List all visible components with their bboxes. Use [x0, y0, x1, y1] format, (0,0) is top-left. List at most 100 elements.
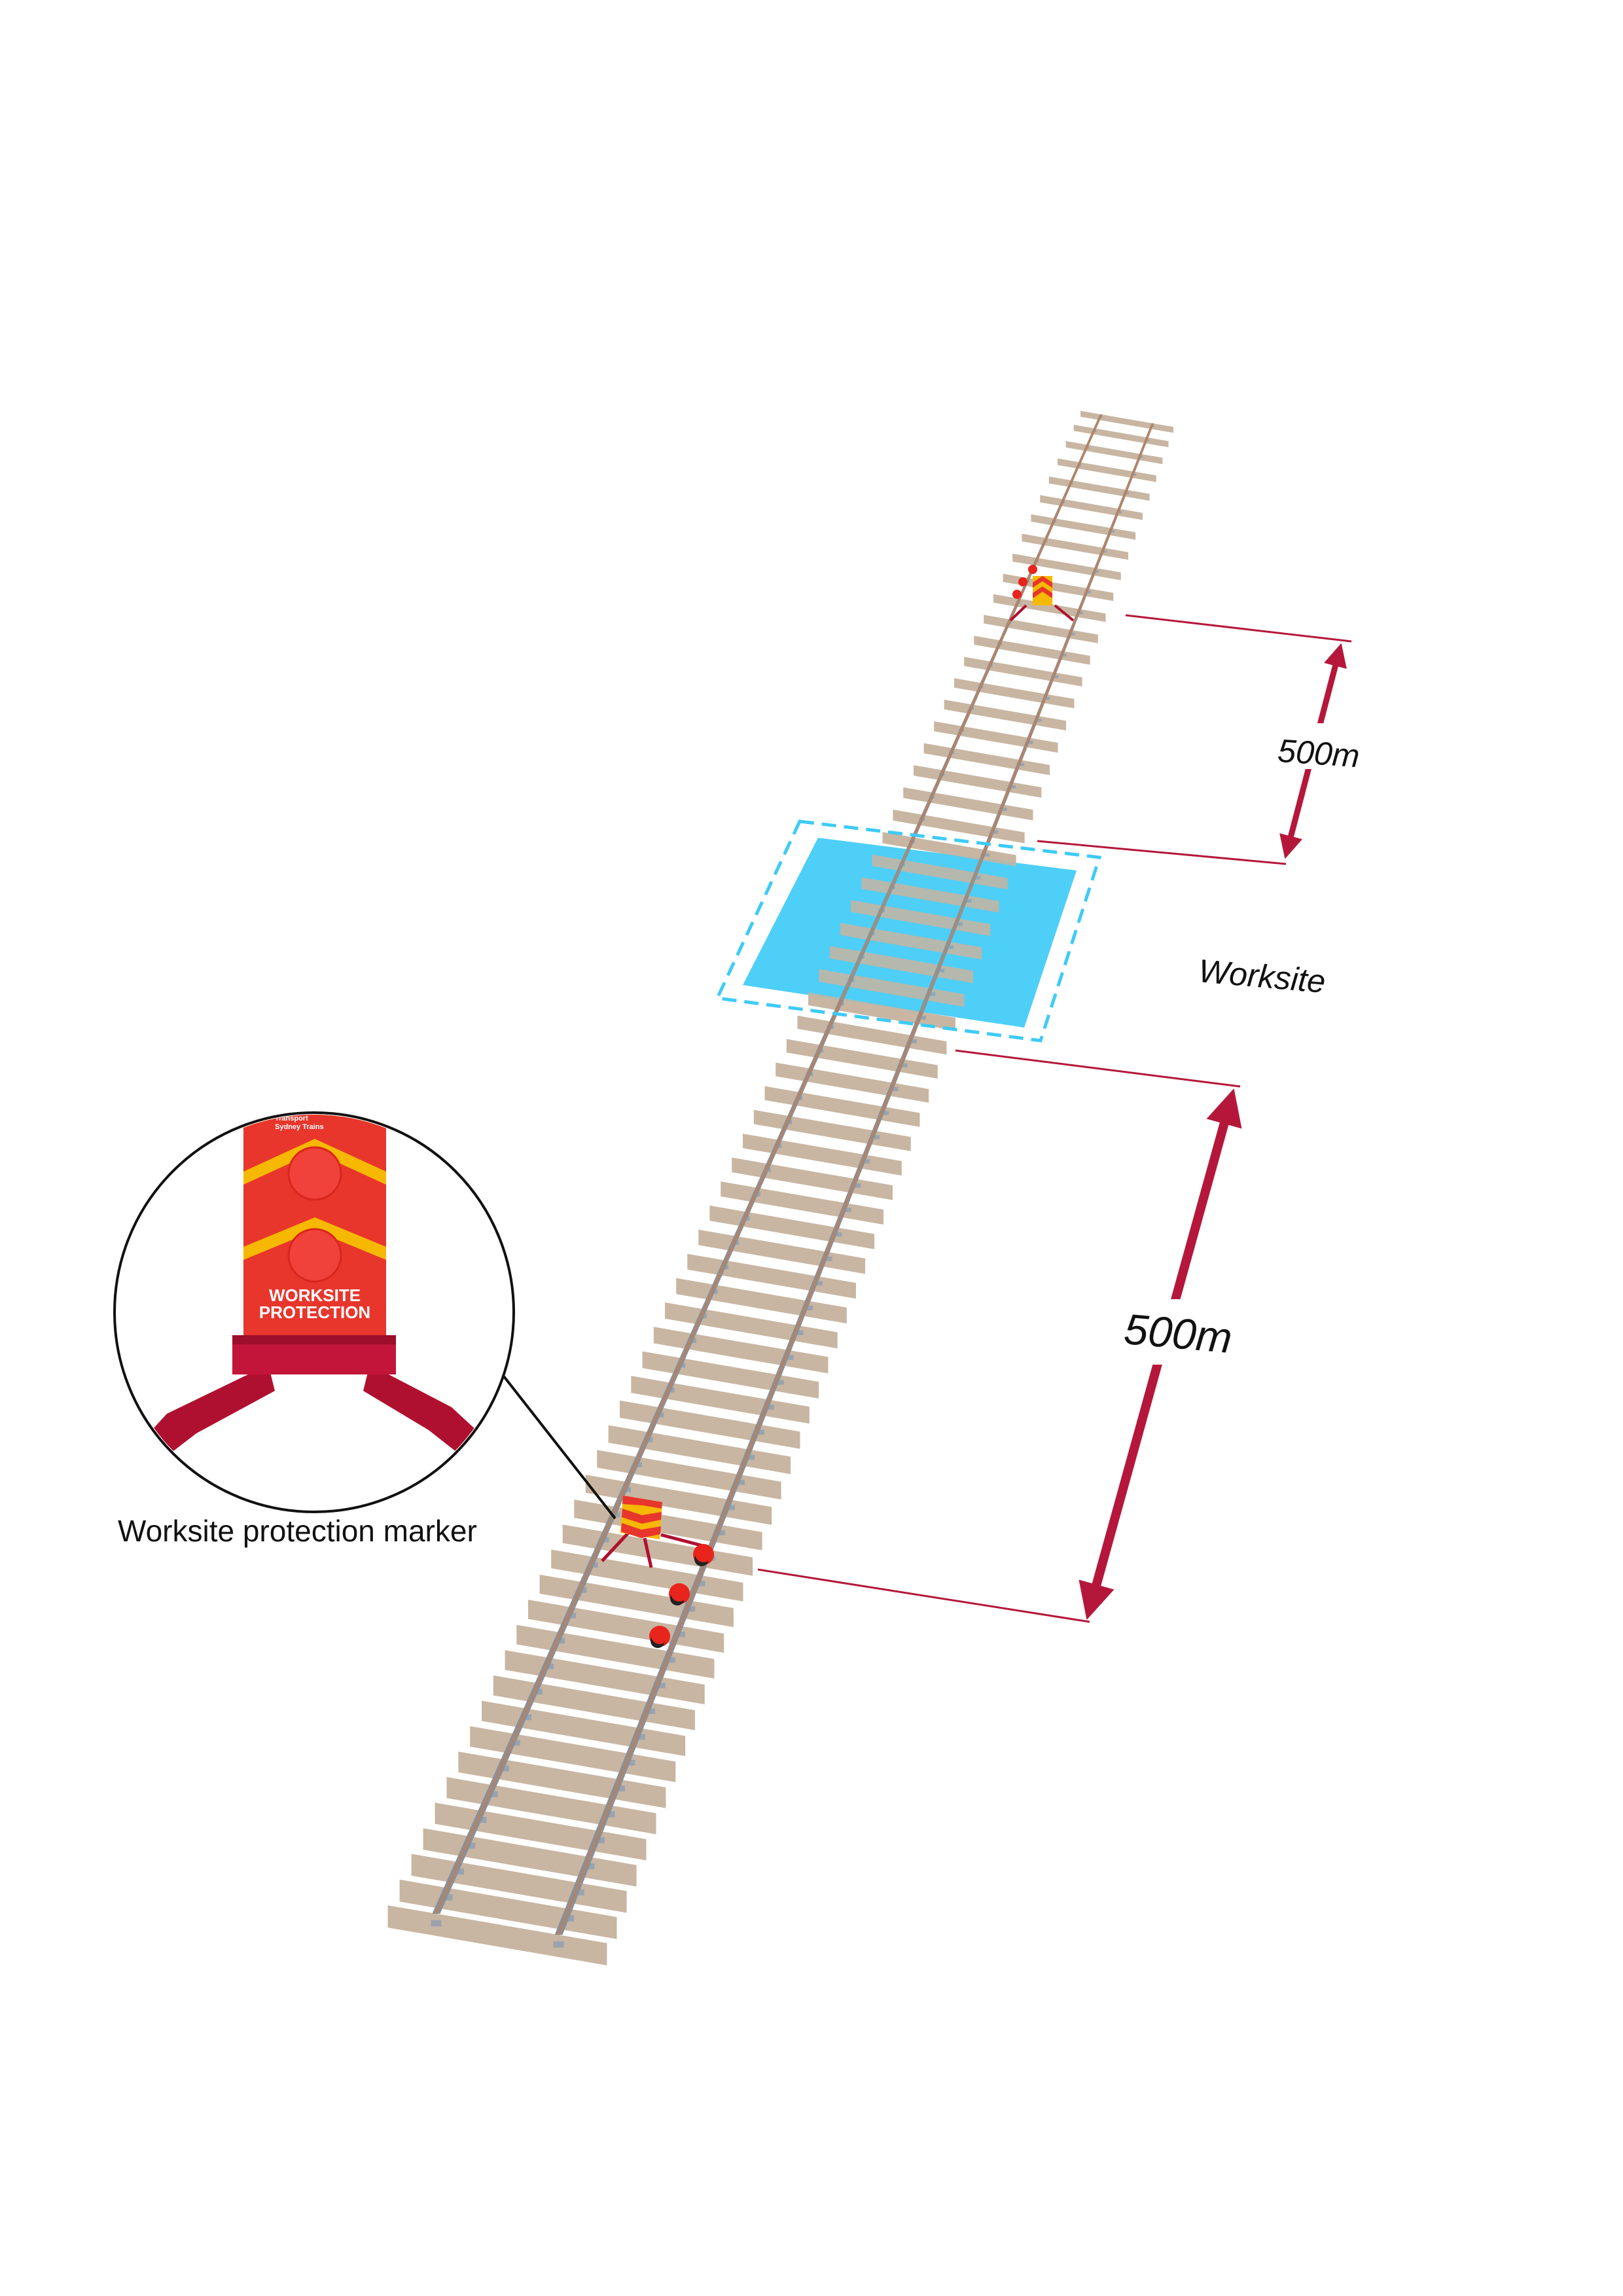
rail-clip [716, 1530, 725, 1535]
rail-clip [785, 1355, 794, 1360]
rail-clip [1027, 740, 1033, 744]
rail-clip [872, 1135, 880, 1139]
track-over-worksite [743, 838, 1077, 1028]
marker-caption: Worksite protection marker [118, 1514, 477, 1548]
rail-clip [938, 969, 945, 973]
rail-clip [965, 899, 972, 903]
upper-extension-line-top [1125, 614, 1352, 643]
rail-clip [1036, 719, 1042, 722]
upper-distance-label: 500m [1277, 732, 1361, 775]
rail-clip [553, 1941, 564, 1948]
rail-clip [805, 1305, 813, 1310]
rail-clip [454, 1868, 465, 1875]
sign-brand-line2: Sydney Trains [275, 1123, 324, 1131]
rail-clip [853, 1183, 861, 1188]
track-over-worksite-copy [743, 838, 1077, 1028]
rail-clip [1070, 632, 1075, 636]
rail-clip [431, 1920, 442, 1927]
track-sleepers [797, 838, 1025, 1028]
rail-clip [1054, 675, 1059, 679]
upper-distance-dimension: 500m [1037, 614, 1364, 865]
rail-clip [1019, 762, 1025, 766]
marker-detail-magnifier: Transport Sydney Trains WORKSITE PROTECT… [113, 1111, 515, 1513]
sign-top-light [287, 1146, 342, 1201]
worksite-dashed-border [715, 819, 1102, 1043]
rail-clip [1010, 785, 1016, 789]
rail-clip [1061, 654, 1067, 657]
rail-clip [756, 1429, 764, 1435]
rail-clip [1102, 550, 1107, 553]
rail-clip [476, 1816, 487, 1823]
rail-clip [645, 1708, 656, 1714]
rail-clip [686, 1606, 696, 1612]
rail-clip [666, 1657, 675, 1663]
rail-clip [795, 1330, 804, 1335]
lower-distance-label: 500m [1122, 1304, 1234, 1362]
rail-clip [625, 1759, 635, 1766]
rail-clip [442, 1894, 453, 1901]
far-detonator-2 [1018, 577, 1027, 586]
rail-clip [1001, 808, 1007, 812]
near-protection-marker [601, 1496, 714, 1648]
rail-clip [882, 1111, 889, 1115]
magnifier-leader-line [488, 1357, 616, 1520]
rail-clip [956, 922, 963, 926]
sign-text-line2: PROTECTION [259, 1302, 370, 1322]
marker-stand-right-leg [363, 1365, 497, 1466]
rail-clip [605, 1811, 615, 1818]
far-detonator-1 [1028, 565, 1037, 574]
rail-clip [696, 1581, 705, 1587]
rail-clip [863, 1159, 870, 1164]
rail-clip [584, 1863, 595, 1870]
rail-top [558, 423, 1154, 1935]
rail-clip [947, 945, 954, 950]
lower-distance-dimension: 500m [757, 1049, 1250, 1623]
rail-clip [656, 1683, 666, 1689]
magnifier-outline [113, 1111, 515, 1513]
rail-clip [726, 1505, 735, 1511]
rail-clip [776, 1380, 784, 1385]
rail-clip [1110, 530, 1115, 533]
rail-clip [910, 1039, 917, 1044]
lower-extension-line-top [955, 1049, 1241, 1088]
rail-clip [992, 830, 999, 834]
worksite-protection-sign: Transport Sydney Trains WORKSITE PROTECT… [243, 1115, 386, 1335]
rail-clip [844, 1208, 851, 1212]
worksite-area [715, 819, 1102, 1043]
rail-clip [891, 1086, 899, 1092]
rail-clip [1045, 696, 1050, 700]
upper-extension-line-bottom [1037, 840, 1287, 865]
rail-clip [984, 853, 990, 857]
marker-stand-left-leg [131, 1365, 275, 1466]
rail-clip [1094, 570, 1099, 573]
rail-clip [736, 1480, 745, 1485]
rail-clip [615, 1785, 625, 1792]
rail-clip [594, 1837, 605, 1844]
rail-clip [901, 1063, 908, 1067]
rail-clip [1132, 473, 1136, 476]
rail-clip [1086, 590, 1092, 594]
rail-clip [919, 1016, 927, 1020]
rail-clip [465, 1842, 476, 1849]
far-protection-marker [1009, 565, 1075, 622]
rail-clip [1079, 611, 1083, 615]
rail-clip [635, 1734, 645, 1740]
sign-text-line1: WORKSITE [269, 1285, 361, 1305]
rail-clip [834, 1232, 842, 1237]
worksite-label: Worksite [1197, 952, 1327, 1000]
rail-clip [815, 1281, 823, 1286]
rail-clip [929, 992, 936, 996]
railway-track [387, 410, 1173, 1965]
rail-clip [766, 1405, 774, 1410]
lower-extension-line-bottom [757, 1568, 1090, 1623]
rail-clip [1125, 492, 1130, 494]
sign-bottom-light [287, 1228, 342, 1283]
rail-top [435, 414, 1102, 1914]
rail-clip [676, 1632, 686, 1638]
rail-clip [1118, 511, 1122, 514]
rail-clip [746, 1454, 755, 1460]
rail-clip [974, 876, 981, 880]
far-detonator-3 [1012, 590, 1022, 599]
rail-clip [825, 1256, 832, 1261]
